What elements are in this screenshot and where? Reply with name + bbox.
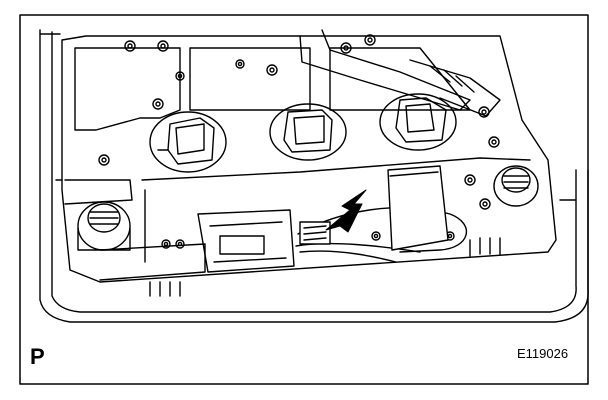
connector-callout-arrow-icon [325, 189, 367, 233]
lamp-socket-right [379, 93, 457, 151]
right-knob [493, 165, 539, 207]
lamp-socket-center [269, 103, 347, 161]
wire-harness [295, 165, 468, 263]
figure-border [19, 14, 589, 385]
figure-code: E119026 [517, 346, 569, 361]
housing-inner-lip [51, 31, 577, 313]
strap-top [299, 29, 471, 111]
console-plate [61, 35, 557, 283]
connector-module [197, 209, 295, 273]
left-knob [77, 201, 131, 251]
section-letter: P [30, 344, 45, 369]
lamp-socket-left [149, 111, 227, 173]
